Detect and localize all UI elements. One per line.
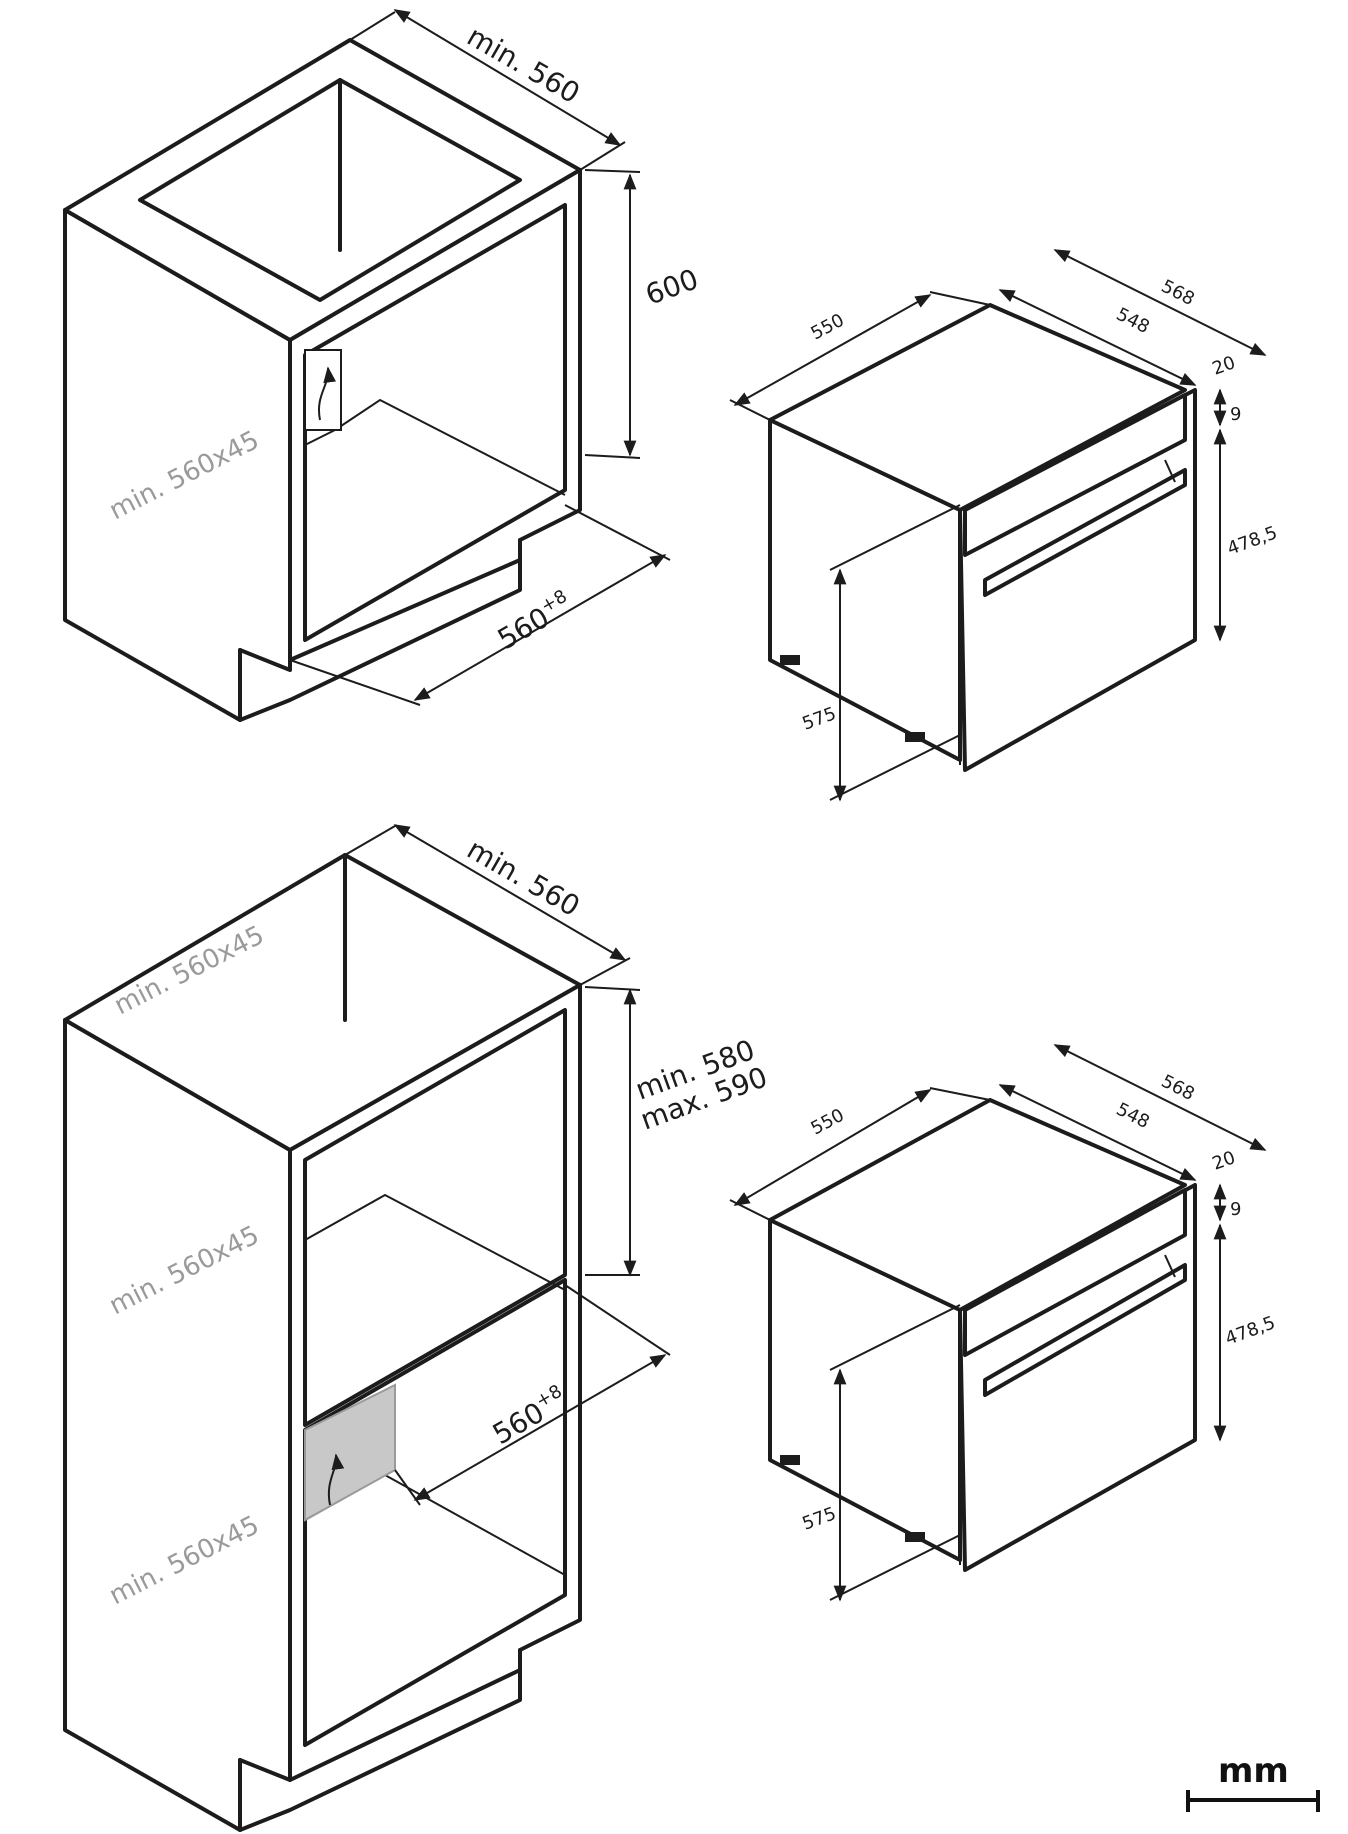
top-oven-width-dimension: 568 548 20 (998, 249, 1267, 386)
bottom-oven (768, 1098, 1197, 1572)
bottom-cabinet-side-panel (63, 1018, 292, 1832)
top-cabinet-depth-dimension: 560+8 (289, 504, 671, 706)
top-oven-front-height-label: 478,5 (1225, 522, 1281, 559)
top-cabinet-airflow-arrow-icon (317, 366, 337, 421)
top-cabinet-height-dimension: 600 (584, 169, 703, 459)
bottom-oven-body-height-label: 575 (800, 1503, 839, 1534)
unit-scale: mm (1186, 1751, 1320, 1812)
bottom-oven-handle (983, 1263, 1187, 1397)
bottom-oven-width-inner-label: 548 (1113, 1099, 1153, 1133)
bottom-oven-front-height-label: 478,5 (1223, 1312, 1279, 1349)
top-oven-body-height-label: 575 (800, 703, 839, 734)
top-oven-door-thickness-label: 20 (1210, 352, 1239, 380)
top-cabinet-opening (303, 203, 567, 642)
top-oven-width-inner-label: 548 (1113, 304, 1153, 338)
unit-label: mm (1218, 1751, 1289, 1791)
top-oven-depth-label: 550 (807, 310, 847, 345)
top-oven (768, 303, 1197, 772)
bottom-oven-door-thickness-label: 20 (1210, 1147, 1239, 1175)
bottom-cabinet-upper-opening (303, 1008, 567, 1427)
bottom-oven-top-gap-label: 9 (1230, 1199, 1241, 1220)
bottom-cabinet-airflow-arrow-icon (327, 1453, 345, 1506)
top-oven-handle (983, 468, 1187, 597)
bottom-oven-depth-label: 550 (807, 1105, 847, 1140)
top-cabinet-width-label: min. 560 (462, 19, 586, 110)
top-cabinet (63, 38, 582, 722)
top-oven-top-gap-label: 9 (1230, 404, 1241, 425)
top-cabinet-height-label: 600 (641, 262, 703, 311)
bottom-oven-control-panel (963, 1188, 1187, 1357)
bottom-cabinet-height-dimension: min. 580 max. 590 (584, 986, 772, 1277)
bottom-cabinet-width-label: min. 560 (462, 832, 586, 923)
